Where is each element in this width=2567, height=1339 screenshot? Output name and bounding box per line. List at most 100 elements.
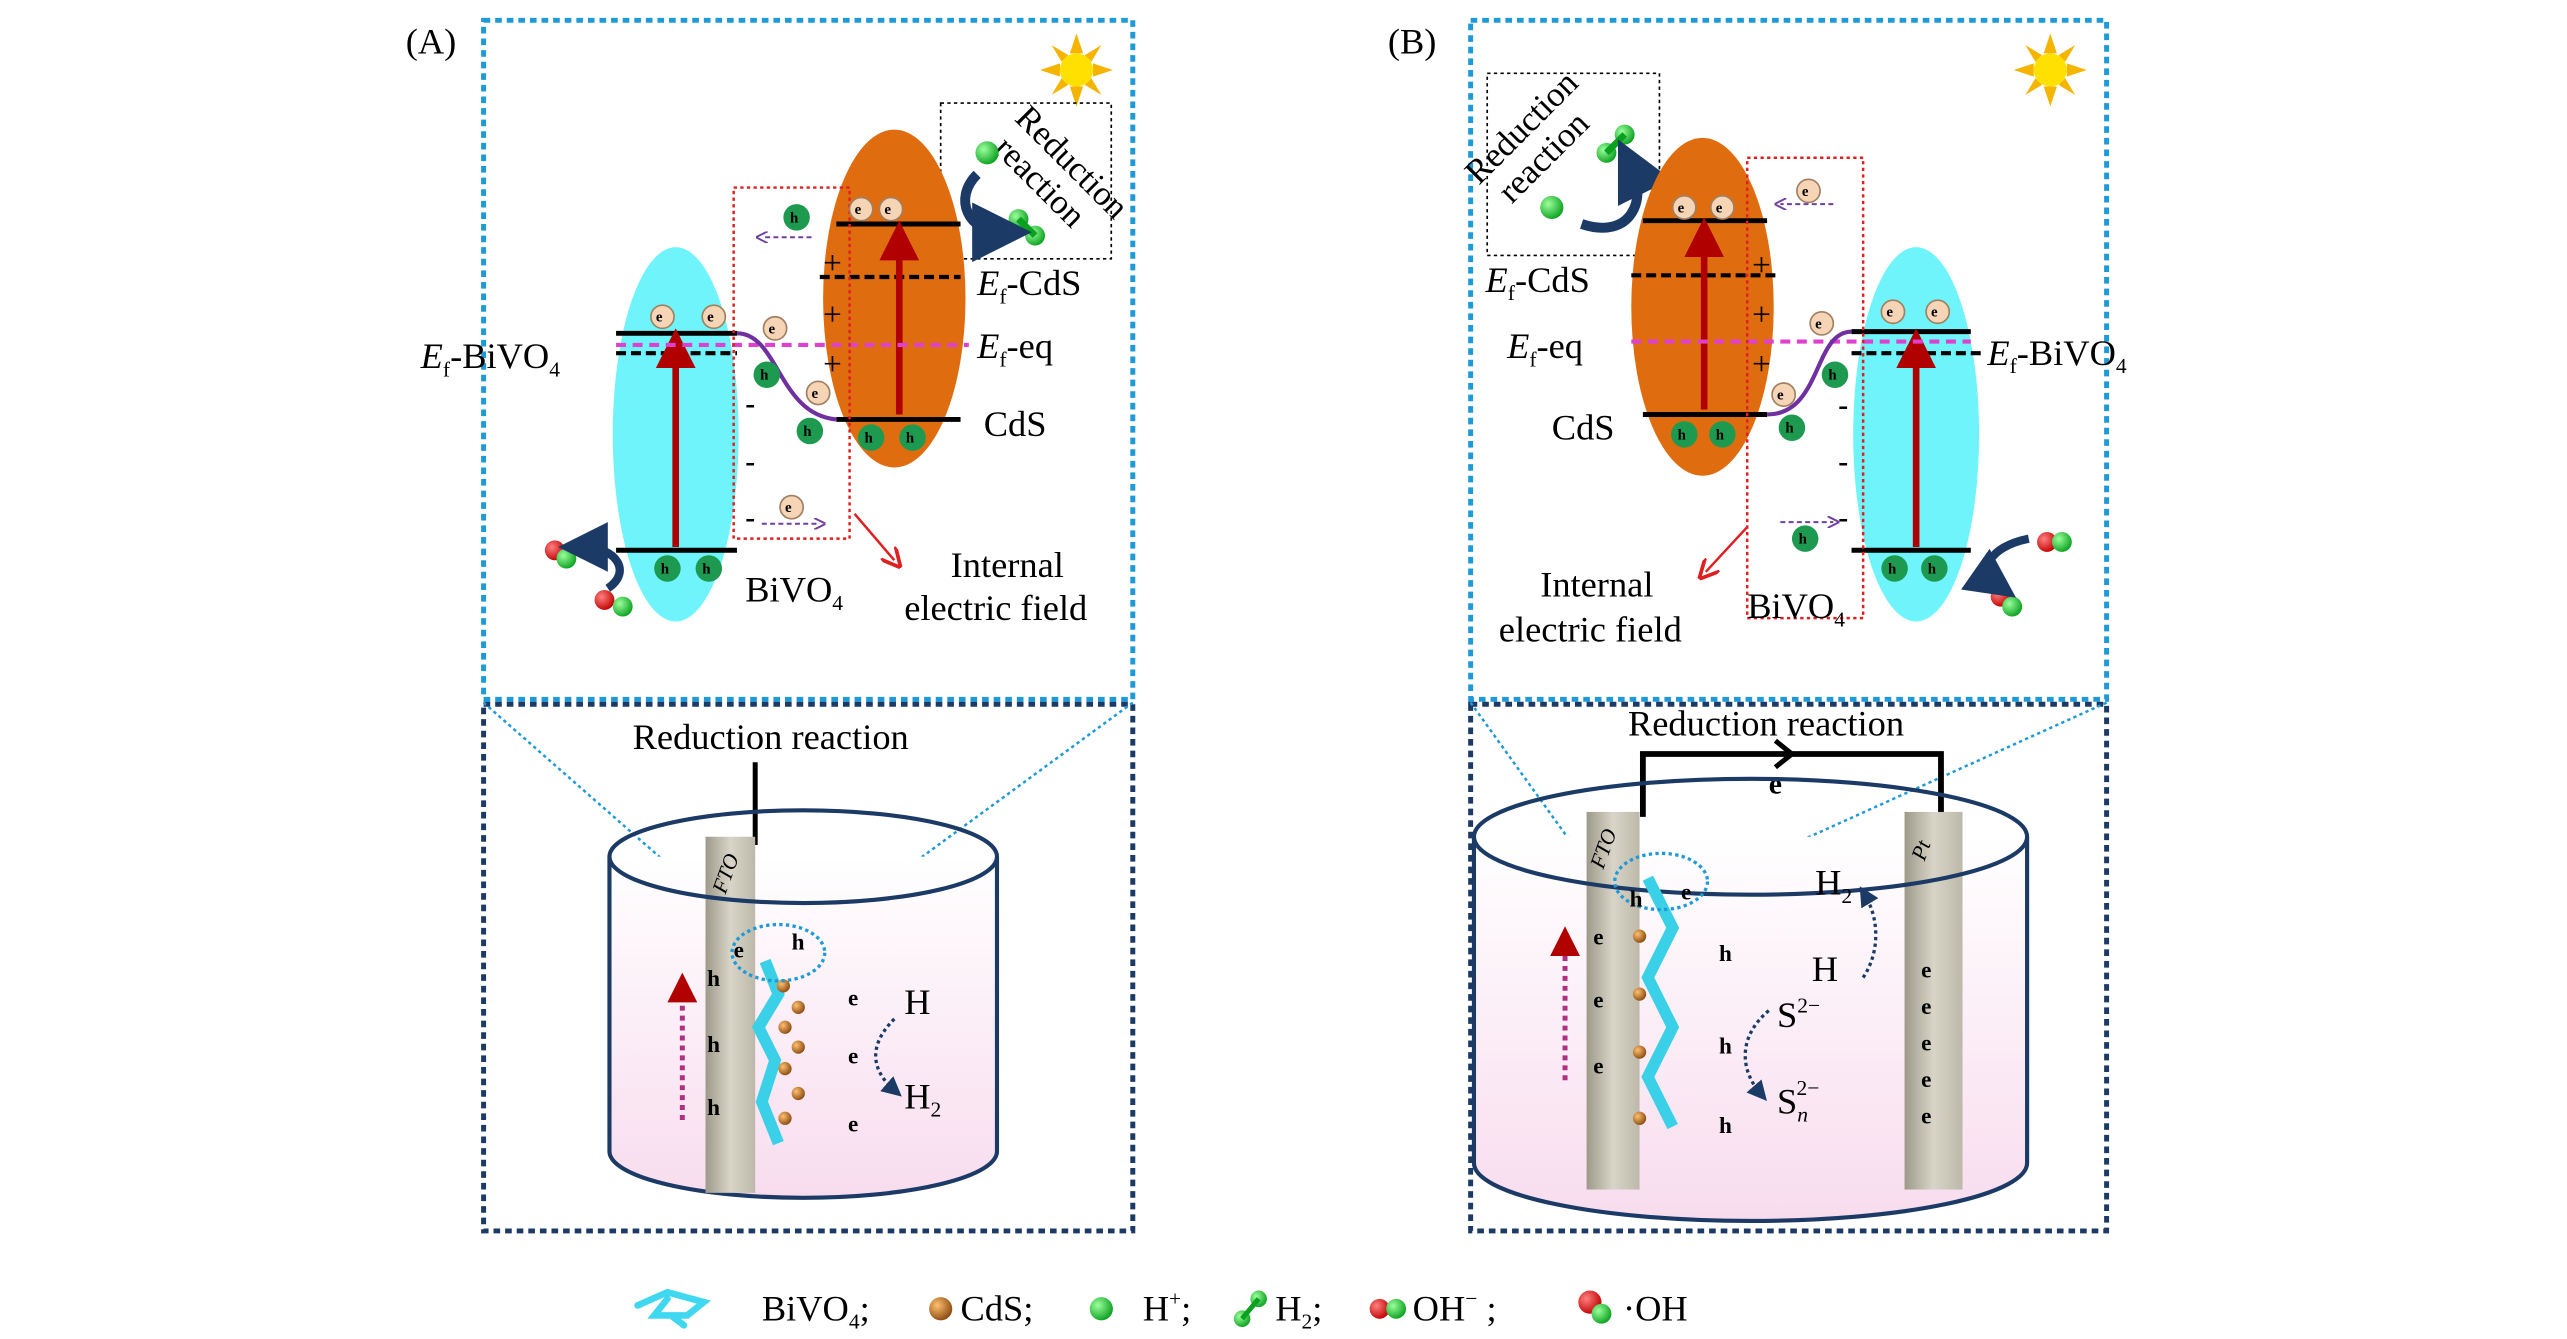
svg-text:e: e bbox=[1921, 1067, 1931, 1093]
positive-charges: + + + bbox=[1752, 246, 1771, 382]
ef-cds-label: Ef-CdS bbox=[976, 263, 1081, 308]
sulfide-label: S2− bbox=[1777, 993, 1820, 1035]
svg-text:+: + bbox=[1752, 246, 1771, 283]
hydroxide-icon bbox=[1369, 1298, 1407, 1319]
panel-b-label: (B) bbox=[1388, 21, 1437, 61]
svg-text:e: e bbox=[1931, 305, 1938, 321]
legend-hydrogen: H2; bbox=[1275, 1288, 1322, 1333]
svg-text:e: e bbox=[1593, 1054, 1603, 1080]
svg-text:e: e bbox=[1886, 305, 1893, 321]
svg-text:h: h bbox=[1799, 532, 1808, 548]
hydroxide-ion bbox=[594, 590, 633, 617]
bivo4-label: BiVO4 bbox=[745, 570, 843, 615]
svg-text:h: h bbox=[707, 1032, 720, 1058]
svg-text:h: h bbox=[1719, 1113, 1732, 1139]
zoom-guide-line bbox=[1680, 701, 2108, 896]
svg-text:e: e bbox=[884, 202, 891, 218]
svg-text:h: h bbox=[1828, 368, 1837, 384]
cell-electron-labels: eee bbox=[848, 986, 858, 1138]
svg-text:h: h bbox=[760, 368, 769, 384]
ef-eq-label: Ef-eq bbox=[1506, 326, 1583, 371]
positive-charges: +++ bbox=[823, 245, 842, 383]
hole-carriers: h h h h h h h bbox=[1671, 361, 1948, 582]
legend-bivo4: BiVO4; bbox=[762, 1288, 870, 1333]
oxidation-curved-arrow bbox=[1961, 534, 2030, 598]
svg-text:e: e bbox=[1593, 987, 1603, 1013]
svg-text:e: e bbox=[1921, 1030, 1931, 1056]
internal-field-label-2: electric field bbox=[1499, 609, 1682, 649]
svg-text:h: h bbox=[707, 966, 720, 992]
internal-field-label-1: Internal bbox=[1540, 565, 1653, 605]
internal-field-label-2: electric field bbox=[904, 588, 1087, 628]
proton-sphere bbox=[1540, 195, 1564, 220]
magnified-region bbox=[1613, 851, 1710, 912]
hydroxide-ion bbox=[2037, 532, 2072, 552]
ef-bivo4-label: Ef-BiVO4 bbox=[1986, 333, 2127, 378]
hydrogen-molecule bbox=[1008, 209, 1046, 246]
svg-text:-: - bbox=[1838, 501, 1848, 534]
svg-text:e: e bbox=[1815, 316, 1822, 332]
proton-label: H bbox=[1812, 949, 1838, 989]
negative-charges: --- bbox=[745, 387, 755, 534]
circuit-arrow bbox=[1773, 738, 1796, 770]
legend-hydroxyl: ·OH bbox=[1623, 1288, 1688, 1328]
svg-text:e: e bbox=[1678, 200, 1685, 216]
svg-text:h: h bbox=[707, 1095, 720, 1121]
panel-b-band-diagram-frame bbox=[1468, 17, 2110, 702]
hydrogen-molecule bbox=[1596, 124, 1635, 163]
beaker-body bbox=[607, 856, 1000, 1200]
svg-text:h: h bbox=[1888, 561, 1897, 577]
svg-text:e: e bbox=[768, 321, 775, 337]
svg-text:h: h bbox=[1785, 421, 1794, 437]
svg-text:e: e bbox=[848, 1044, 858, 1070]
internal-field-pointer bbox=[1706, 526, 1749, 572]
svg-text:h: h bbox=[803, 424, 812, 440]
reduction-curved-arrow bbox=[960, 170, 1032, 263]
svg-text:e: e bbox=[785, 500, 792, 516]
internal-field-pointer bbox=[853, 513, 895, 560]
svg-text:h: h bbox=[1928, 561, 1937, 577]
svg-text:+: + bbox=[823, 245, 842, 282]
svg-text:h: h bbox=[702, 561, 711, 577]
svg-text:+: + bbox=[1752, 346, 1771, 383]
svg-text:-: - bbox=[1838, 445, 1848, 478]
electron-carriers: e e e e e e e bbox=[1671, 178, 1951, 408]
reduction-reaction-box bbox=[1486, 72, 1661, 257]
svg-text:e: e bbox=[1802, 184, 1809, 200]
legend-hydroxide: OH− ; bbox=[1413, 1286, 1497, 1328]
bivo4-cds-film bbox=[751, 958, 805, 1146]
svg-text:+: + bbox=[823, 296, 842, 333]
svg-text:+: + bbox=[1752, 296, 1771, 333]
internal-field-box bbox=[732, 186, 851, 540]
svg-text:h: h bbox=[864, 431, 873, 447]
circuit-electron-label: e bbox=[1769, 768, 1782, 801]
cell-electron: e bbox=[734, 938, 744, 964]
beaker-rim bbox=[607, 808, 1000, 906]
hydrogen-label: H2 bbox=[1815, 863, 1852, 908]
cell-hole: h bbox=[1630, 886, 1643, 912]
hydrogen-evolution-arrow bbox=[874, 1017, 902, 1097]
svg-text:h: h bbox=[906, 431, 915, 447]
fto-electrode bbox=[1586, 811, 1640, 1190]
bivo4-label: BiVO4 bbox=[1747, 586, 1845, 631]
svg-text:h: h bbox=[1719, 941, 1732, 967]
beaker-rim bbox=[1471, 776, 2030, 897]
legend-cds: CdS; bbox=[961, 1288, 1034, 1328]
hydrogen-label: H2 bbox=[904, 1076, 941, 1121]
svg-text:e: e bbox=[1921, 994, 1931, 1020]
svg-text:e: e bbox=[812, 386, 819, 402]
cell-b-title: Reduction reaction bbox=[1628, 704, 1904, 744]
cds-label: CdS bbox=[984, 404, 1047, 444]
svg-text:e: e bbox=[656, 310, 663, 326]
legend: BiVO4; CdS; H+; H2; OH− ; ·OH bbox=[634, 1286, 1688, 1334]
reduction-curved-arrow bbox=[1580, 139, 1672, 233]
svg-text:-: - bbox=[745, 445, 755, 478]
svg-text:-: - bbox=[745, 501, 755, 534]
negative-charges: --- bbox=[1838, 388, 1848, 534]
ef-cds-label: Ef-CdS bbox=[1485, 260, 1590, 305]
oxidation-curved-arrow bbox=[558, 522, 624, 592]
internal-field-box bbox=[1745, 156, 1865, 620]
internal-field-label-1: Internal bbox=[951, 545, 1064, 585]
